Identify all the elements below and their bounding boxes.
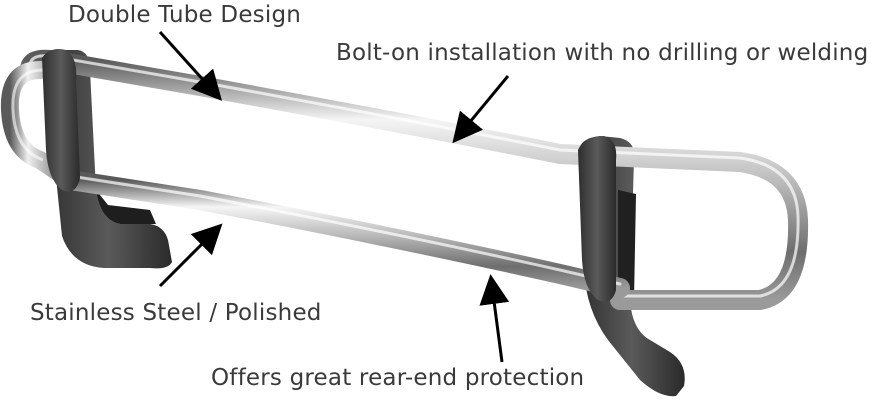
- arrow-protection: [479, 274, 510, 363]
- callout-bolt-on: Bolt-on installation with no drilling or…: [336, 40, 869, 66]
- arrow-double-tube: [158, 30, 223, 101]
- arrow-stainless: [158, 223, 223, 288]
- lower-tube: [60, 170, 630, 298]
- callout-protection: Offers great rear-end protection: [211, 365, 585, 391]
- callout-arrows: [158, 30, 510, 363]
- callout-double-tube: Double Tube Design: [68, 2, 302, 28]
- left-end-loop: [0, 61, 79, 189]
- left-bracket-strap: [42, 49, 80, 192]
- arrow-bolt-on: [452, 75, 510, 144]
- right-bracket-strap: [578, 136, 617, 302]
- callout-stainless: Stainless Steel / Polished: [30, 300, 322, 326]
